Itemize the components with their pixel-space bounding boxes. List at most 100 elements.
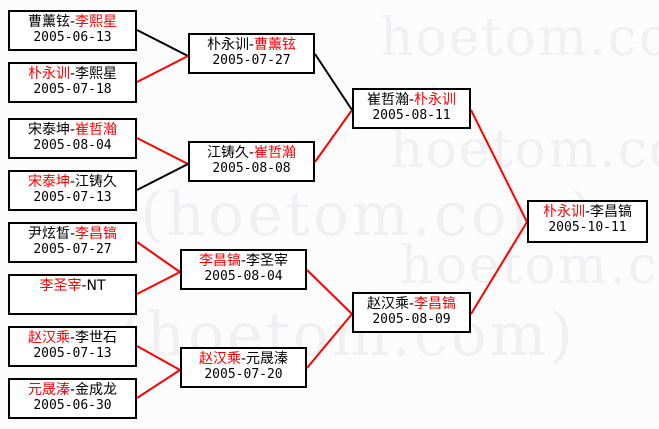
player-separator: - [584,204,591,220]
match-date: 2005-08-04 [204,269,283,284]
player-right: NT [86,278,106,294]
player-right: 李熙星 [75,66,118,82]
player-right: 李昌镐 [590,204,633,220]
player-right: 崔哲瀚 [254,145,297,161]
player-separator: - [69,14,76,30]
bracket-connector [136,241,181,273]
player-separator: - [248,37,255,53]
match-date: 2005-08-04 [33,138,112,153]
match-date: 2005-07-20 [204,367,283,382]
bracket-connector [136,29,189,57]
match-players: 李昌镐-李圣宰 [182,254,305,268]
match-players: 赵汉乘-元晟溱 [182,352,305,366]
match-date: 2005-07-27 [212,53,291,68]
match-date: 2005-10-11 [548,220,627,235]
player-separator: - [81,278,87,294]
match-players: 赵汉乘-李昌镐 [354,297,469,311]
player-left: 江铸久 [206,145,249,161]
player-left: 朴永训 [27,66,70,82]
match-players: 元晟溱-金成龙 [10,383,135,397]
player-left: 赵汉乘 [27,330,70,346]
player-right: 李昌镐 [414,296,457,312]
bracket-connector [136,369,181,399]
player-left: 崔哲瀚 [366,92,409,108]
match-box[interactable]: 李圣宰-NT [8,274,137,315]
match-date: 2005-06-30 [33,398,112,413]
match-players: 赵汉乘-李世石 [10,331,135,345]
player-separator: - [408,92,415,108]
player-right: 金成龙 [75,382,118,398]
player-left: 尹炫晳 [27,226,70,242]
match-date: 2005-07-13 [33,190,112,205]
player-right: 元晟溱 [246,351,289,367]
player-separator: - [69,174,76,190]
player-separator: - [69,226,76,242]
bracket-connector [136,271,181,295]
bracket-connector [470,221,528,315]
player-separator: - [69,382,76,398]
bracket-connector [314,53,353,111]
match-players: 宋泰坤-江铸久 [10,175,135,189]
player-left: 赵汉乘 [198,351,241,367]
bracket-connector [306,269,353,315]
match-players: 尹炫晳-李昌镐 [10,227,135,241]
match-date: 2005-06-13 [33,30,112,45]
match-date: 2005-08-11 [372,108,451,123]
player-separator: - [69,330,76,346]
bracket-connector [470,109,528,223]
match-date: 2005-08-08 [212,161,291,176]
player-left: 赵汉乘 [366,296,409,312]
player-right: 李熙星 [75,14,118,30]
bracket-connector [136,55,189,83]
player-right: 朴永训 [414,92,457,108]
match-players: 朴永训-李熙星 [10,67,135,81]
match-date: 2005-08-09 [372,312,451,327]
player-right: 李昌镐 [75,226,118,242]
match-date: 2005-07-13 [33,346,112,361]
match-players: 朴永训-曹薰铉 [190,38,313,52]
player-separator: - [240,253,247,269]
match-players: 宋泰坤-崔哲瀚 [10,123,135,137]
player-left: 朴永训 [542,204,585,220]
player-separator: - [69,66,76,82]
player-left: 曹薰铉 [27,14,70,30]
player-right: 曹薰铉 [254,37,297,53]
bracket-connector [136,163,189,191]
player-left: 李圣宰 [39,278,82,294]
match-players: 曹薰铉-李熙星 [10,15,135,29]
match-players: 李圣宰-NT [10,279,135,293]
match-date: 2005-07-27 [33,242,112,257]
player-left: 李昌镐 [198,253,241,269]
match-players: 崔哲瀚-朴永训 [354,93,469,107]
match-date: 2005-07-18 [33,82,112,97]
bracket-connector [136,345,181,371]
bracket-connector [136,137,189,165]
player-right: 李世石 [75,330,118,346]
match-players: 朴永训-李昌镐 [529,205,646,219]
bracket-connector [306,313,353,369]
match-players: 江铸久-崔哲瀚 [190,146,313,160]
player-separator: - [69,122,76,138]
player-separator: - [408,296,415,312]
player-left: 朴永训 [206,37,249,53]
player-separator: - [248,145,255,161]
player-separator: - [240,351,247,367]
player-right: 崔哲瀚 [75,122,118,138]
player-right: 李圣宰 [246,253,289,269]
